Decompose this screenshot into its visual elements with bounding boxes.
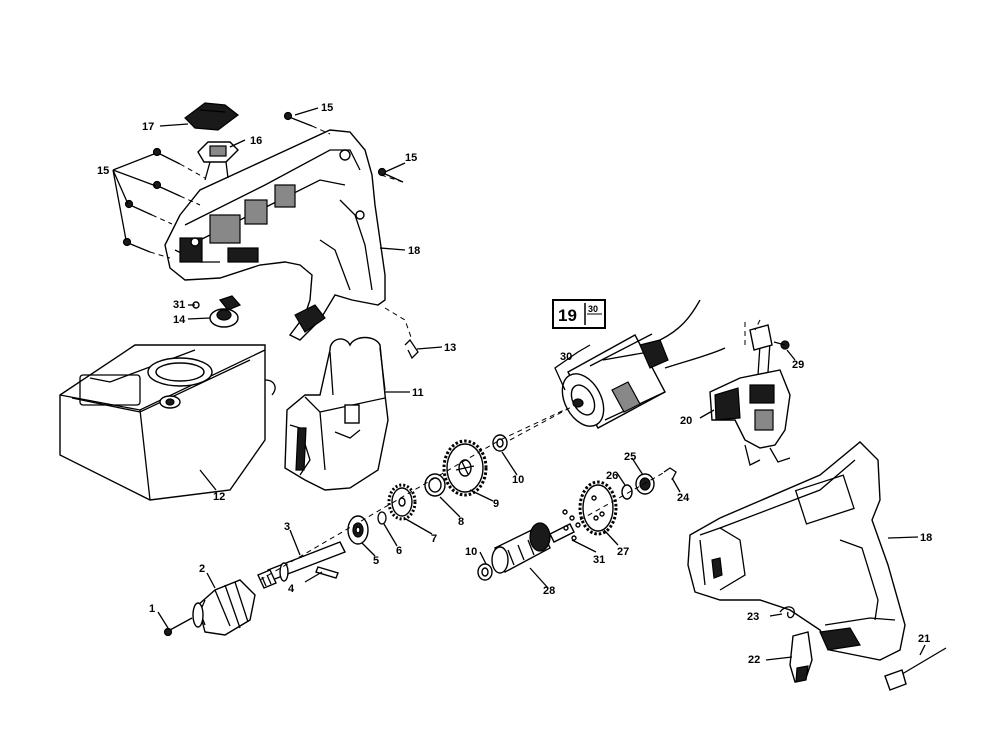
callout-9: 9: [493, 498, 499, 510]
callout-5: 5: [373, 555, 379, 567]
part-21-pin: [884, 647, 947, 691]
part-30-motor: [561, 299, 726, 429]
part-16-terminal-block: [197, 141, 239, 181]
part-25-bearing: [635, 473, 655, 495]
part-10-washer-upper: [492, 434, 508, 452]
kit-box-sub-number: 30: [588, 304, 598, 314]
part-8-bushing: [424, 473, 446, 497]
assembly-axis-3: [579, 471, 666, 521]
part-22-battery-latch: [789, 631, 813, 683]
part-7-gear: [387, 483, 417, 521]
callout-18-upper: 18: [408, 245, 420, 257]
callout-26: 26: [606, 470, 618, 482]
part-27-ring-gear: [578, 480, 618, 536]
callout-23: 23: [747, 611, 759, 623]
part-3-spindle: [257, 541, 346, 589]
callout-15-right: 15: [405, 152, 417, 164]
callout-15-top: 15: [321, 102, 333, 114]
callout-18-lower: 18: [920, 532, 932, 544]
callout-11: 11: [412, 387, 424, 399]
part-24-clip: [663, 467, 677, 481]
callout-15-left: 15: [97, 165, 109, 177]
callout-4: 4: [288, 583, 295, 595]
callout-24: 24: [677, 492, 690, 504]
callout-12: 12: [213, 491, 225, 503]
part-1-chuck-screw: [163, 617, 193, 637]
part-12-charger-base: [59, 344, 276, 501]
part-17-contact-cover: [184, 102, 239, 131]
callout-31-upper: 31: [173, 299, 185, 311]
part-29-screw: [773, 340, 790, 350]
part-4-pin: [315, 566, 339, 579]
left-housing-half: [164, 129, 386, 341]
leader-lines: [112, 107, 926, 661]
part-28-planet-carrier: [491, 522, 575, 574]
part-2-keyless-chuck: [192, 579, 256, 636]
assembly-axis-2: [509, 404, 576, 441]
callout-25: 25: [624, 451, 636, 463]
part-9-large-gear: [442, 439, 488, 497]
kit-box-main-number: 19: [558, 306, 577, 325]
callout-17: 17: [142, 121, 154, 133]
kit-reference-box: 19 30: [552, 299, 606, 329]
callout-labels: 17 16 15 15 15 18 31 14 13 11 12 1 2 3 4…: [97, 102, 932, 666]
part-10-washer-lower: [477, 563, 493, 581]
callout-10-upper: 10: [512, 474, 524, 486]
callout-27: 27: [617, 546, 629, 558]
callout-29: 29: [792, 359, 804, 371]
callout-21: 21: [918, 633, 930, 645]
callout-20: 20: [680, 415, 692, 427]
callout-31-lower: 31: [593, 554, 605, 566]
part-26-washer: [621, 484, 633, 500]
part-13-clip: [384, 307, 419, 360]
assembly-axis-1: [259, 404, 576, 581]
callout-28: 28: [543, 585, 555, 597]
part-31-balls: [562, 509, 581, 541]
part-6-retaining-ring: [377, 511, 387, 525]
callout-3: 3: [284, 521, 290, 533]
part-11-battery-pack: [284, 336, 389, 491]
callout-16: 16: [250, 135, 262, 147]
right-housing-half: [687, 441, 906, 661]
callout-13: 13: [444, 342, 456, 354]
part-20-switch: [709, 319, 791, 466]
callout-22: 22: [748, 654, 760, 666]
part-23-spring: [779, 606, 795, 619]
callout-8: 8: [458, 516, 464, 528]
callout-30: 30: [560, 351, 572, 363]
part-5-bearing: [347, 515, 369, 545]
callout-6: 6: [396, 545, 402, 557]
callout-10-lower: 10: [465, 546, 477, 558]
callout-14: 14: [173, 314, 186, 326]
callout-2: 2: [199, 563, 205, 575]
callout-7: 7: [431, 533, 437, 545]
callout-1: 1: [149, 603, 155, 615]
part-14-selector-knob: [192, 295, 242, 328]
